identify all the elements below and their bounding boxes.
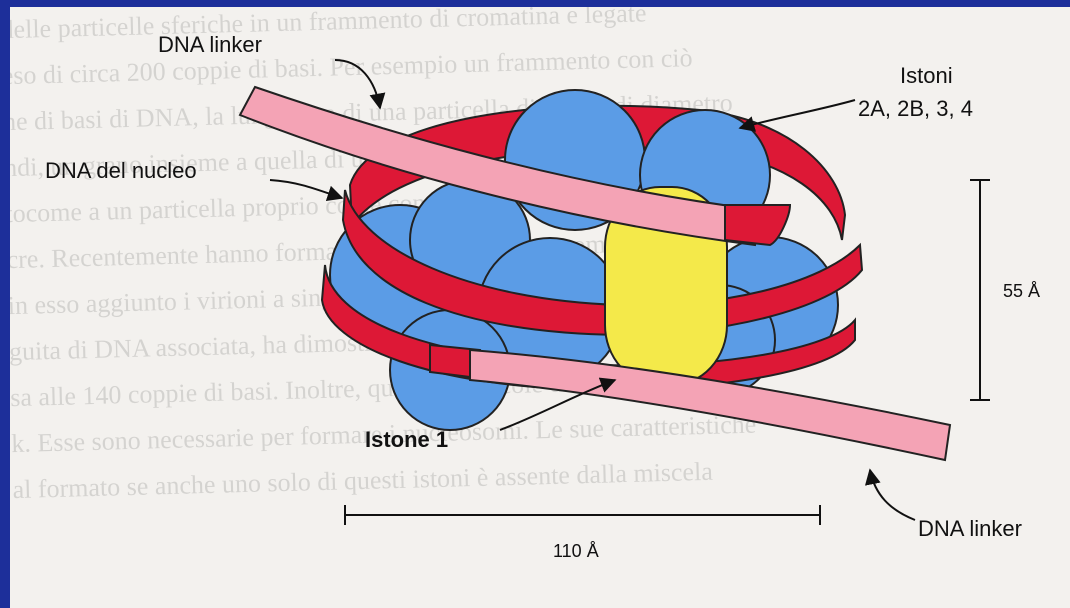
label-height-55: 55 Å — [1003, 281, 1040, 301]
label-istoni-types: 2A, 2B, 3, 4 — [858, 96, 973, 121]
label-dna-linker-bottom: DNA linker — [918, 516, 1022, 541]
arrow-istoni — [740, 100, 855, 128]
label-istoni-title: Istoni — [900, 63, 953, 88]
label-dna-linker-top: DNA linker — [158, 32, 262, 57]
label-dna-nucleo: DNA del nucleo — [45, 158, 197, 183]
dimension-110 — [345, 505, 820, 525]
arrow-dna-linker-bottom — [870, 470, 915, 520]
dimension-55 — [970, 180, 990, 400]
arrow-dna-nucleo — [270, 180, 342, 198]
label-istone-1: Istone 1 — [365, 427, 448, 452]
label-width-110: 110 Å — [553, 541, 599, 561]
arrow-dna-linker-top — [335, 60, 380, 108]
